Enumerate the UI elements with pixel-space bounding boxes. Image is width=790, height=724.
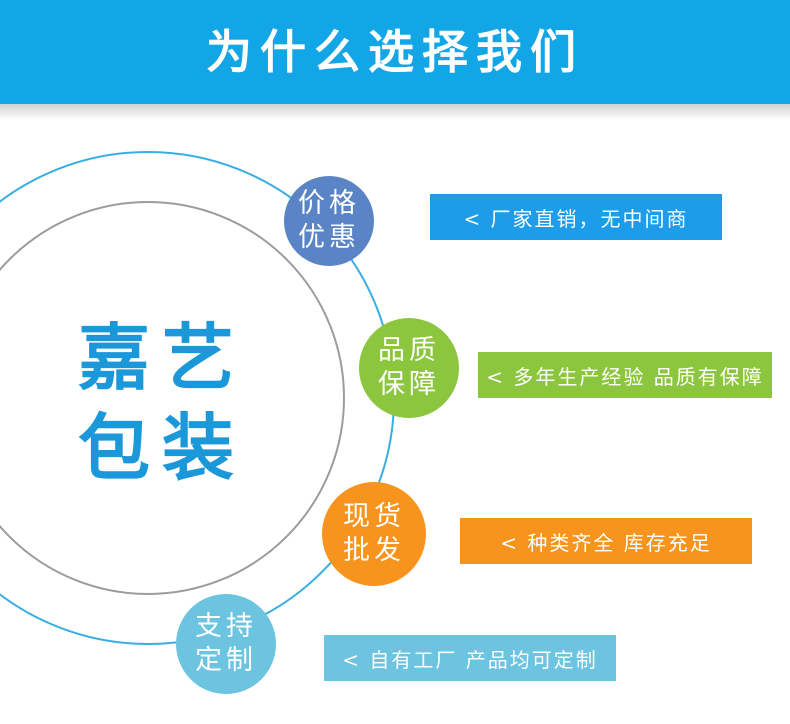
stock-tag: < 种类齐全 库存充足	[460, 518, 752, 564]
header-banner	[0, 0, 790, 104]
stock-bubble-line2: 批发	[343, 535, 405, 566]
quality-bubble-line1: 品质	[378, 335, 440, 366]
brand-name-line2: 包装	[78, 406, 247, 490]
price-bubble-line2: 优惠	[298, 222, 360, 253]
custom-bubble-line1: 支持	[195, 611, 257, 642]
quality-bubble-line2: 保障	[378, 369, 440, 400]
stock-bubble-line1: 现货	[343, 501, 405, 532]
price-bubble: 价格 优惠	[284, 176, 374, 266]
stock-bubble: 现货 批发	[322, 482, 426, 586]
brand-name-line1: 嘉艺	[78, 316, 247, 400]
page-title: 为什么选择我们	[206, 25, 584, 79]
quality-tag: < 多年生产经验 品质有保障	[478, 352, 772, 398]
custom-bubble: 支持 定制	[176, 594, 276, 694]
custom-bubble-line2: 定制	[195, 645, 257, 676]
price-tag: < 厂家直销，无中间商	[430, 194, 722, 240]
quality-bubble: 品质 保障	[359, 318, 459, 418]
custom-tag: < 自有工厂 产品均可定制	[324, 635, 616, 681]
header-shadow	[0, 104, 790, 120]
price-bubble-line1: 价格	[298, 188, 360, 219]
inner-ring	[0, 201, 345, 595]
